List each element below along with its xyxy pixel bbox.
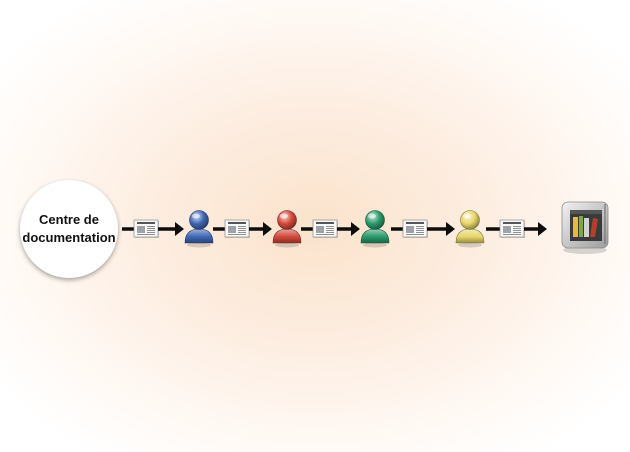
newspaper-icon	[133, 219, 159, 238]
newspaper-icon	[499, 219, 525, 238]
newspaper-icon	[402, 219, 428, 238]
arrow-right-icon	[337, 222, 360, 236]
source-node: Centre de documentation	[20, 180, 118, 278]
user-icon	[184, 210, 214, 248]
source-label-line1: Centre de	[39, 212, 99, 227]
arrow-right-icon	[427, 222, 455, 236]
archive-shelf-icon	[561, 201, 609, 254]
newspaper-icon	[312, 219, 338, 238]
newspaper-icon	[224, 219, 250, 238]
user-icon	[272, 210, 302, 248]
arrow-right-icon	[158, 222, 184, 236]
user-icon	[360, 210, 390, 248]
arrow-right-icon	[524, 222, 547, 236]
arrow-right-icon	[249, 222, 272, 236]
source-label-line2: documentation	[22, 230, 116, 245]
user-icon	[455, 210, 485, 248]
